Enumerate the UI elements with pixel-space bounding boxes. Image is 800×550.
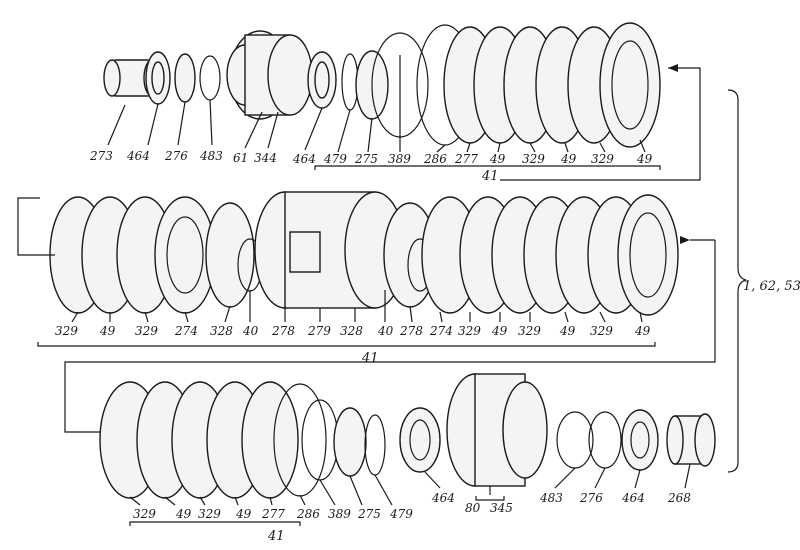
label-277: 277 [454, 152, 478, 166]
label-483: 483 [539, 491, 563, 505]
right-bracket [727, 89, 747, 473]
label-49: 49 [559, 324, 576, 338]
label-276: 276 [164, 149, 188, 163]
label-329: 329 [522, 152, 545, 166]
label-328: 328 [340, 324, 363, 338]
label-329: 329 [458, 324, 481, 338]
label-275: 275 [357, 507, 381, 521]
label-464: 464 [126, 149, 150, 163]
group-label-row2: 41 [361, 351, 379, 366]
label-49: 49 [489, 152, 506, 166]
label-273: 273 [89, 149, 113, 163]
label-49: 49 [491, 324, 508, 338]
group-label-row3: 41 [267, 529, 285, 544]
label-278: 278 [399, 324, 423, 338]
label-464: 464 [292, 152, 316, 166]
label-329: 329 [198, 507, 221, 521]
label-49: 49 [560, 152, 577, 166]
label-344: 344 [254, 151, 277, 165]
label-329: 329 [518, 324, 541, 338]
label-389: 389 [328, 507, 351, 521]
label-80: 80 [465, 501, 481, 515]
label-464: 464 [431, 491, 455, 505]
label-286: 286 [423, 152, 447, 166]
row1-parts [103, 22, 661, 148]
row3-parts [99, 373, 716, 499]
label-329: 329 [55, 324, 78, 338]
label-277: 277 [261, 507, 285, 521]
label-274: 274 [429, 324, 453, 338]
label-279: 279 [307, 324, 331, 338]
label-389: 389 [388, 152, 411, 166]
label-268: 268 [667, 491, 691, 505]
label-275: 275 [354, 152, 378, 166]
label-328: 328 [210, 324, 233, 338]
row3-labels: 329 49 329 49 277 286 389 275 479 464 80… [129, 463, 691, 544]
group-label-row1: 41 [481, 169, 499, 184]
side-label: 1, 62, 53 [743, 279, 800, 294]
label-61: 61 [233, 151, 248, 165]
row1-labels: 273 464 276 483 61 344 464 479 275 389 2… [89, 55, 661, 184]
label-329: 329 [135, 324, 158, 338]
label-49: 49 [99, 324, 116, 338]
label-329: 329 [133, 507, 156, 521]
label-49: 49 [634, 324, 651, 338]
flow-connectors [17, 64, 716, 433]
label-40: 40 [242, 324, 259, 338]
label-479: 479 [389, 507, 413, 521]
label-49: 49 [235, 507, 252, 521]
label-49: 49 [636, 152, 653, 166]
label-286: 286 [296, 507, 320, 521]
label-276: 276 [579, 491, 603, 505]
label-49: 49 [175, 507, 192, 521]
label-479: 479 [323, 152, 347, 166]
label-345: 345 [490, 501, 513, 515]
row2-labels: 329 49 329 274 328 40 278 279 328 40 278… [37, 290, 656, 366]
label-274: 274 [174, 324, 198, 338]
label-483: 483 [199, 149, 223, 163]
label-464: 464 [621, 491, 645, 505]
row2-parts [49, 191, 679, 316]
label-278: 278 [271, 324, 295, 338]
label-329: 329 [590, 324, 613, 338]
label-40: 40 [377, 324, 394, 338]
label-329: 329 [591, 152, 614, 166]
